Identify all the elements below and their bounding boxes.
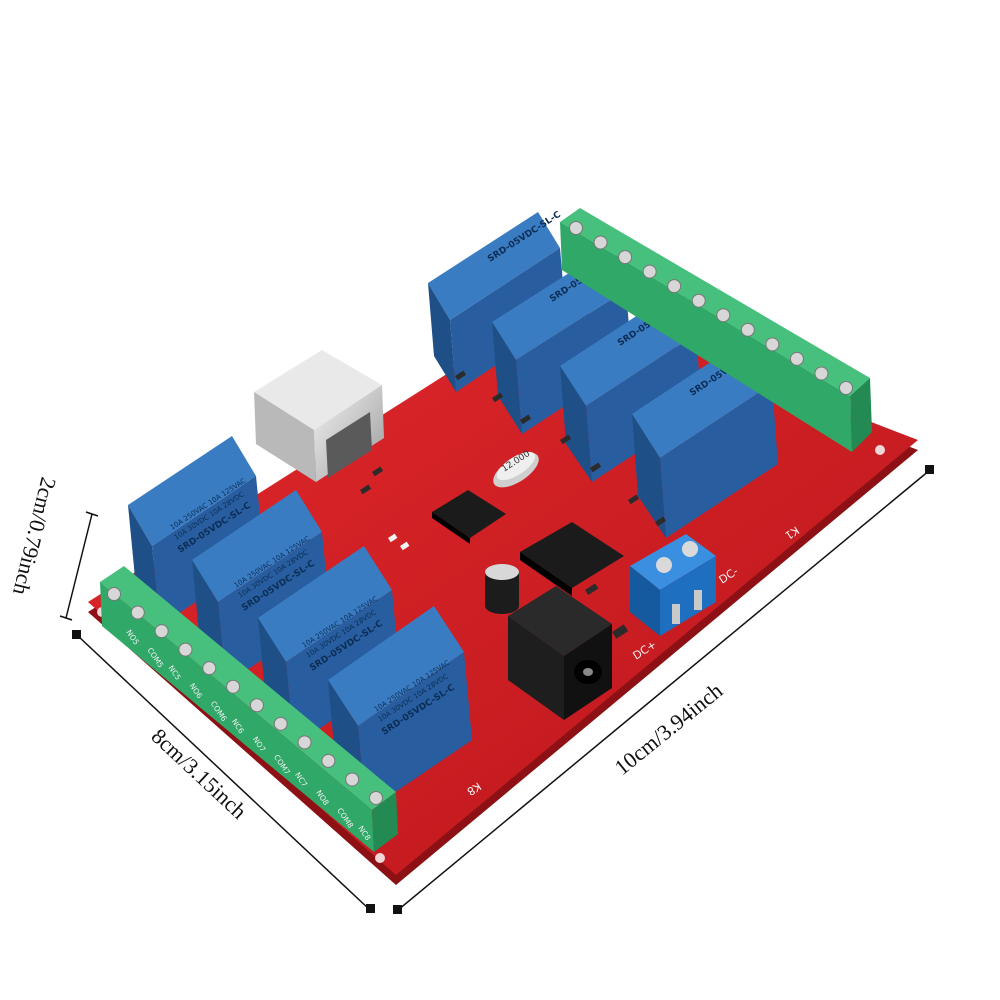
screw-icon — [273, 716, 288, 731]
screw-icon — [691, 293, 706, 308]
screw-icon — [178, 642, 193, 657]
screw-icon — [154, 624, 169, 639]
relay-group-k1: SRD-05VDC-SL-C SRD-05VDC-SL-C SRD-05VDC-… — [428, 210, 778, 538]
ic-chip-large — [520, 522, 624, 596]
screw-icon — [345, 772, 360, 787]
relay-label-k1: K1 — [782, 523, 801, 542]
screw-icon — [321, 753, 336, 768]
relay-module: 10A 250VAC 10A 125VAC 10A 30VDC 10A 28VD… — [328, 606, 472, 812]
terminal-strip-front — [100, 566, 398, 852]
screw-icon — [569, 221, 583, 235]
screw-icon — [642, 264, 657, 279]
screw-icon — [814, 366, 829, 381]
terminal-screws — [569, 221, 853, 395]
length-dimension-label: 10cm/3.94inch — [609, 678, 727, 780]
screw-icon — [369, 791, 383, 805]
screw-icon — [297, 735, 312, 750]
usb-b-connector — [254, 350, 384, 482]
screw-icon — [839, 381, 853, 395]
screw-icon — [789, 351, 804, 366]
screw-icon — [249, 698, 264, 713]
height-dimension-label: 2cm/0.79inch — [8, 475, 61, 598]
dc-barrel-jack — [508, 586, 612, 720]
screw-icon — [667, 279, 682, 294]
terminal-strip-back — [560, 208, 872, 452]
screw-icon — [740, 322, 755, 337]
relay-module: 10A 250VAC 10A 125VAC 10A 30VDC 10A 28VD… — [128, 436, 264, 626]
smd-components — [359, 370, 667, 639]
screw-icon — [618, 250, 633, 265]
screw-icon — [130, 605, 145, 620]
dc-screw-terminal — [630, 534, 716, 636]
screw-icon — [107, 587, 121, 601]
ic-chip — [432, 490, 506, 544]
screw-icon — [226, 679, 241, 694]
screw-icon — [765, 337, 780, 352]
screw-icon — [202, 661, 217, 676]
capacitor — [485, 564, 519, 614]
terminal-screws — [107, 587, 383, 805]
screw-icon — [593, 235, 608, 250]
screw-icon — [716, 308, 731, 323]
relay-label-k8: K8 — [464, 779, 483, 798]
